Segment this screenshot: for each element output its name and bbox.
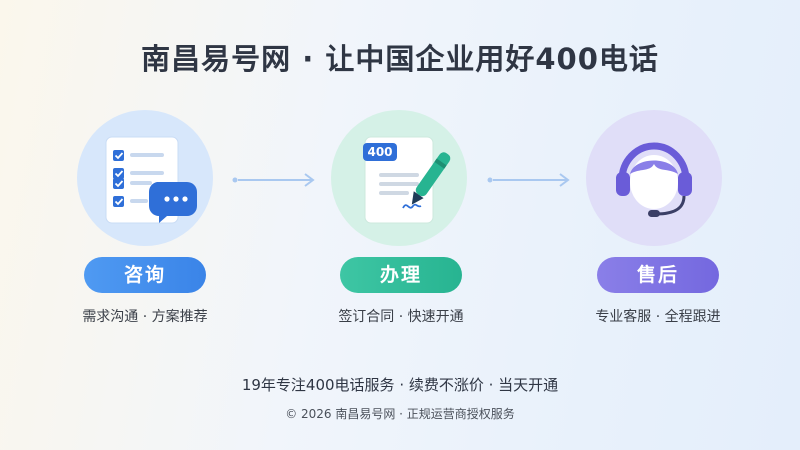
- copyright: © 2026 南昌易号网 · 正规运营商授权服务: [285, 407, 515, 421]
- process-description: 签订合同 · 快速开通: [338, 309, 464, 325]
- customer-service-headset-icon: [616, 142, 692, 217]
- contract-pen-icon: [363, 136, 451, 224]
- process-icon-circle: 400: [331, 110, 467, 246]
- badge-400: 400: [367, 145, 393, 159]
- aftersales-description: 专业客服 · 全程跟进: [595, 309, 721, 325]
- consult-button[interactable]: 咨询: [84, 257, 206, 293]
- arrow-right-icon: [232, 173, 315, 187]
- aftersales-button[interactable]: 售后: [597, 257, 719, 293]
- tagline: 19年专注400电话服务 · 续费不涨价 · 当天开通: [241, 376, 559, 394]
- checklist-chat-icon: [105, 136, 197, 224]
- process-button[interactable]: 办理: [340, 257, 462, 293]
- page-title: 南昌易号网 · 让中国企业用好400电话: [141, 42, 659, 76]
- consult-description: 需求沟通 · 方案推荐: [82, 309, 208, 325]
- consult-icon-circle: [77, 110, 213, 246]
- aftersales-icon-circle: [586, 110, 722, 246]
- arrow-right-icon: [487, 173, 570, 187]
